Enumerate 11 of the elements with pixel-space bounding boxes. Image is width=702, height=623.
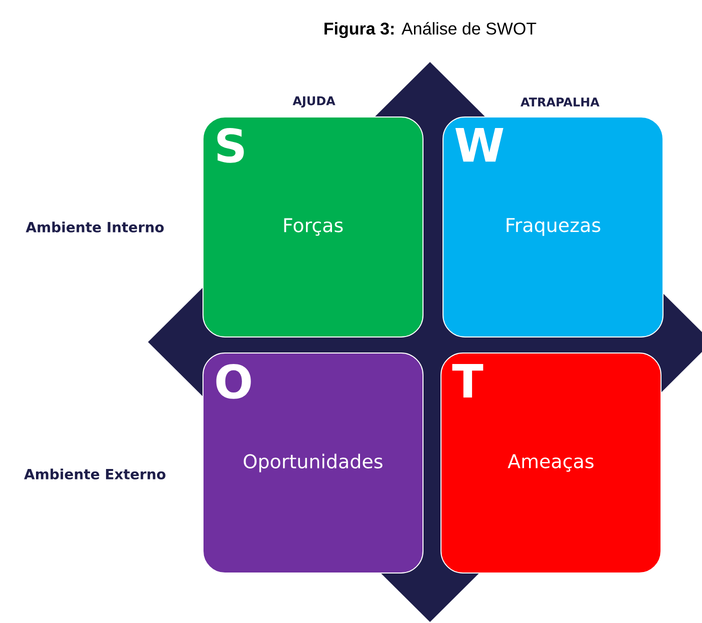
figure-title: Figura 3: Análise de SWOT — [324, 22, 536, 38]
quadrant-label: Forças — [284, 218, 343, 236]
quadrant-label: Ameaças — [508, 454, 594, 472]
quadrant-letter: S — [217, 128, 244, 163]
row-header: Ambiente Externo — [24, 468, 166, 480]
quadrant-label: Fraquezas — [506, 218, 600, 236]
quadrant-letter: T — [452, 364, 484, 398]
quadrant-label: Oportunidades — [244, 454, 382, 472]
row-header: Ambiente Interno — [26, 222, 164, 232]
quadrant-letter: W — [455, 128, 504, 162]
quadrant-letter: O — [216, 364, 251, 399]
